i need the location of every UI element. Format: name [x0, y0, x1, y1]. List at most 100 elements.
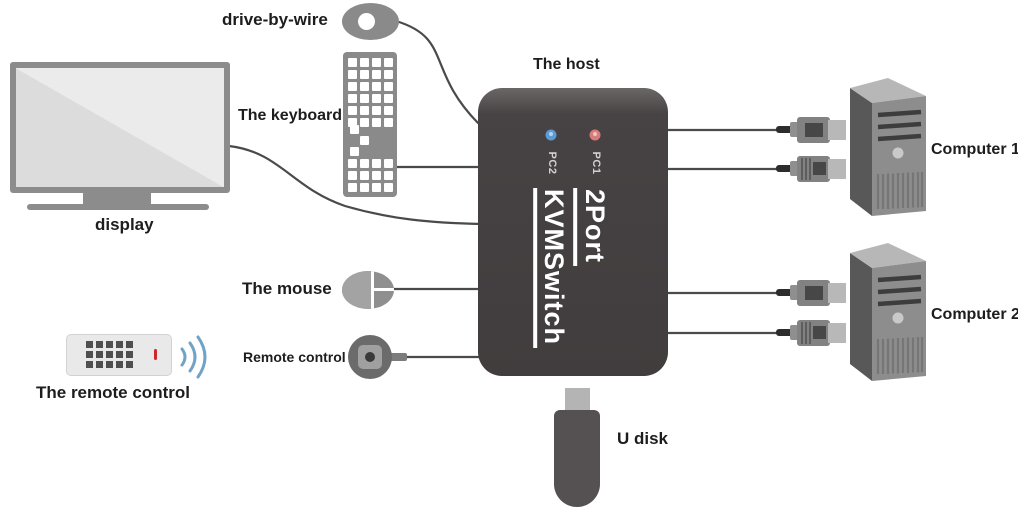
key [384, 118, 393, 127]
key [384, 159, 393, 168]
key [384, 171, 393, 180]
led-pc1 [589, 129, 601, 141]
remote-control-full-label: The remote control [36, 383, 190, 402]
key [372, 171, 381, 180]
key [372, 106, 381, 115]
key [372, 70, 381, 79]
computer2-label: Computer 2 [931, 306, 1018, 323]
key [384, 94, 393, 103]
kvm-brand-text: 2Port KVMSwitch [532, 187, 610, 349]
remote-button [116, 361, 123, 368]
remote-button [126, 351, 133, 358]
keyboard-key-block-bottom [348, 159, 393, 192]
key [372, 183, 381, 192]
remote-button [126, 341, 133, 348]
key [348, 171, 357, 180]
ir-remote-power-led [154, 349, 157, 360]
led-pc1-label: PC1 [590, 151, 602, 175]
udisk-label: U disk [617, 429, 669, 448]
wire-group [227, 19, 784, 359]
key [360, 94, 369, 103]
computer2-tower-icon [850, 243, 926, 381]
key [360, 171, 369, 180]
ir-remote-buttons [86, 341, 133, 368]
keyboard-key-block-top [348, 58, 393, 127]
monitor-icon [10, 62, 230, 193]
remote-button [96, 351, 103, 358]
key [372, 118, 381, 127]
kvm-switch: PC2 PC1 2Port KVMSwitch [478, 88, 668, 376]
key [348, 159, 357, 168]
keyboard-icon [343, 52, 397, 197]
remote-button [106, 361, 113, 368]
kvm-brand-line2: KVMSwitch [532, 187, 570, 349]
mouse-icon [342, 271, 394, 309]
key [348, 94, 357, 103]
mouse-label: The mouse [242, 279, 332, 298]
remote-button [106, 351, 113, 358]
remote-button [86, 351, 93, 358]
usb-plug-icon [776, 280, 846, 306]
udisk-icon [554, 410, 600, 507]
key [360, 118, 369, 127]
key [372, 58, 381, 67]
mouse-body [342, 271, 372, 309]
host-label: The host [533, 56, 600, 73]
key [348, 70, 357, 79]
udisk-connector [565, 388, 590, 411]
key [348, 58, 357, 67]
remote-button [96, 341, 103, 348]
kvm-brand-line1: 2Port [573, 187, 610, 267]
key [372, 82, 381, 91]
drive-by-wire-label: drive-by-wire [222, 10, 328, 29]
computer1-label: Computer 1 [931, 141, 1018, 158]
remote-button [106, 341, 113, 348]
monitor-stand-base [27, 204, 209, 210]
display-label: display [95, 215, 154, 234]
ir-remote-icon [66, 334, 172, 376]
dongle-hole [358, 13, 375, 30]
usb-plug-icon [776, 320, 846, 346]
key [372, 159, 381, 168]
receiver-dongle-icon [342, 3, 399, 40]
key [384, 106, 393, 115]
key [350, 147, 359, 156]
key [348, 106, 357, 115]
ir-waves-icon [180, 335, 207, 379]
usb-plug-icon [776, 117, 846, 143]
key [384, 82, 393, 91]
key [348, 183, 357, 192]
computer1-tower-icon [850, 78, 926, 216]
key [360, 136, 369, 145]
remote-dial-center [365, 352, 375, 362]
remote-button [86, 341, 93, 348]
key [360, 70, 369, 79]
key [360, 58, 369, 67]
key [372, 94, 381, 103]
remote-dial-icon [348, 335, 392, 379]
remote-control-label: Remote control [243, 349, 346, 365]
led-pc2-label: PC2 [546, 151, 558, 175]
key [384, 70, 393, 79]
key [350, 125, 359, 134]
key [384, 58, 393, 67]
remote-dial-plug [390, 353, 407, 361]
remote-button [116, 351, 123, 358]
led-pc2 [545, 129, 557, 141]
remote-button [126, 361, 133, 368]
mouse-button-divider [371, 288, 394, 291]
remote-button [116, 341, 123, 348]
wire-display-to-kvm [227, 144, 484, 226]
key [360, 106, 369, 115]
remote-button [96, 361, 103, 368]
usb-plug-icon [776, 156, 846, 182]
key [348, 82, 357, 91]
wire-dongle-to-kvm [394, 19, 480, 125]
keyboard-label: The keyboard [238, 107, 343, 124]
key [360, 159, 369, 168]
key [384, 183, 393, 192]
key [360, 183, 369, 192]
monitor-stand-neck [83, 192, 151, 204]
